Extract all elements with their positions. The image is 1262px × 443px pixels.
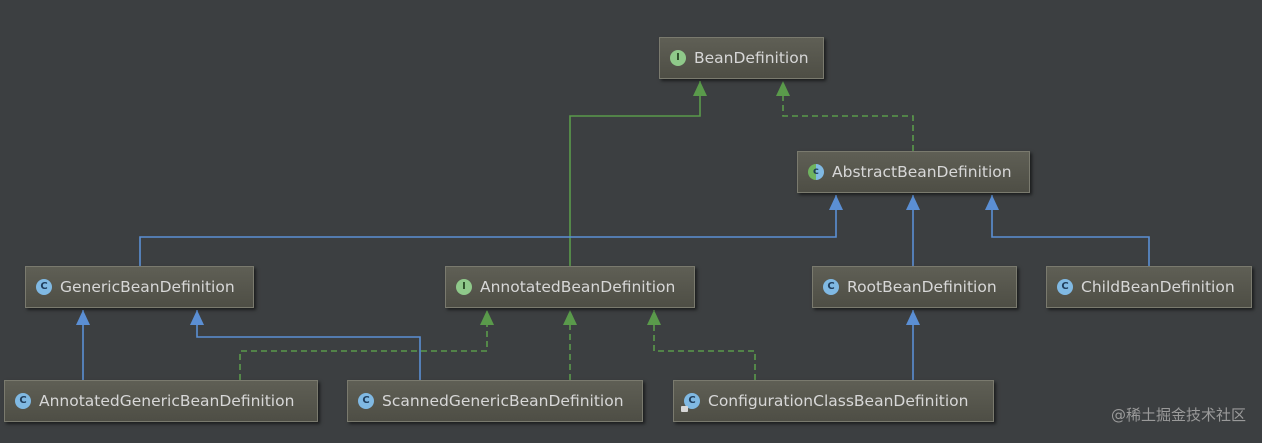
class-icon: C [681, 393, 700, 412]
interface-icon: I [456, 279, 472, 295]
edge-scanned-to-annotated [563, 310, 577, 380]
arrowhead [76, 310, 90, 325]
edge-line [196, 310, 421, 380]
edge-line [991, 195, 1150, 266]
edge-line [653, 310, 756, 380]
class-icon: C [1057, 279, 1073, 295]
class-icon: C [358, 393, 374, 409]
class-icon: C [15, 393, 31, 409]
node-label: BeanDefinition [694, 49, 809, 67]
edge-abstract-to-bean-definition [776, 81, 914, 151]
edge-root-to-abstract [906, 195, 920, 266]
edge-configuration-to-annotated [647, 310, 756, 380]
node-label: AnnotatedGenericBeanDefinition [39, 392, 295, 410]
node-annotated-generic-bean-definition[interactable]: C AnnotatedGenericBeanDefinition [4, 380, 318, 422]
node-label: AbstractBeanDefinition [832, 163, 1012, 181]
arrowhead [693, 81, 707, 96]
node-root-bean-definition[interactable]: C RootBeanDefinition [812, 266, 1017, 308]
arrowhead [985, 195, 999, 210]
class-icon: C [823, 279, 839, 295]
lock-icon [681, 406, 688, 412]
edge-child-to-abstract [985, 195, 1150, 266]
watermark: @稀土掘金技术社区 [1110, 406, 1246, 424]
arrowhead [480, 310, 494, 325]
node-abstract-bean-definition[interactable]: c AbstractBeanDefinition [797, 151, 1030, 193]
interface-icon: I [670, 50, 686, 66]
arrowhead [190, 310, 204, 325]
arrowhead [776, 81, 790, 96]
arrowhead [906, 310, 920, 325]
edge-line [782, 81, 914, 151]
edge-generic-to-abstract [139, 195, 843, 266]
node-label: GenericBeanDefinition [60, 278, 235, 296]
edge-annotated-generic-to-annotated [239, 310, 494, 380]
node-label: ChildBeanDefinition [1081, 278, 1235, 296]
edge-annotated-to-bean-definition [569, 81, 707, 266]
edge-annotated-generic-to-generic [76, 310, 90, 380]
abstract-class-icon: c [808, 164, 824, 180]
node-label: RootBeanDefinition [847, 278, 997, 296]
edge-line [239, 310, 488, 380]
node-bean-definition[interactable]: I BeanDefinition [659, 37, 824, 79]
node-configuration-class-bean-definition[interactable]: C ConfigurationClassBeanDefinition [673, 380, 994, 422]
node-child-bean-definition[interactable]: C ChildBeanDefinition [1046, 266, 1252, 308]
edge-configuration-to-root [906, 310, 920, 380]
node-label: ScannedGenericBeanDefinition [382, 392, 624, 410]
edge-scanned-to-generic [190, 310, 421, 380]
node-generic-bean-definition[interactable]: C GenericBeanDefinition [25, 266, 254, 308]
node-scanned-generic-bean-definition[interactable]: C ScannedGenericBeanDefinition [347, 380, 643, 422]
edge-line [139, 195, 837, 266]
node-label: ConfigurationClassBeanDefinition [708, 392, 969, 410]
node-label: AnnotatedBeanDefinition [480, 278, 676, 296]
arrowhead [563, 310, 577, 325]
arrowhead [829, 195, 843, 210]
arrowhead [647, 310, 661, 325]
edge-line [569, 81, 701, 266]
arrowhead [906, 195, 920, 210]
node-annotated-bean-definition[interactable]: I AnnotatedBeanDefinition [445, 266, 695, 308]
class-icon: C [36, 279, 52, 295]
